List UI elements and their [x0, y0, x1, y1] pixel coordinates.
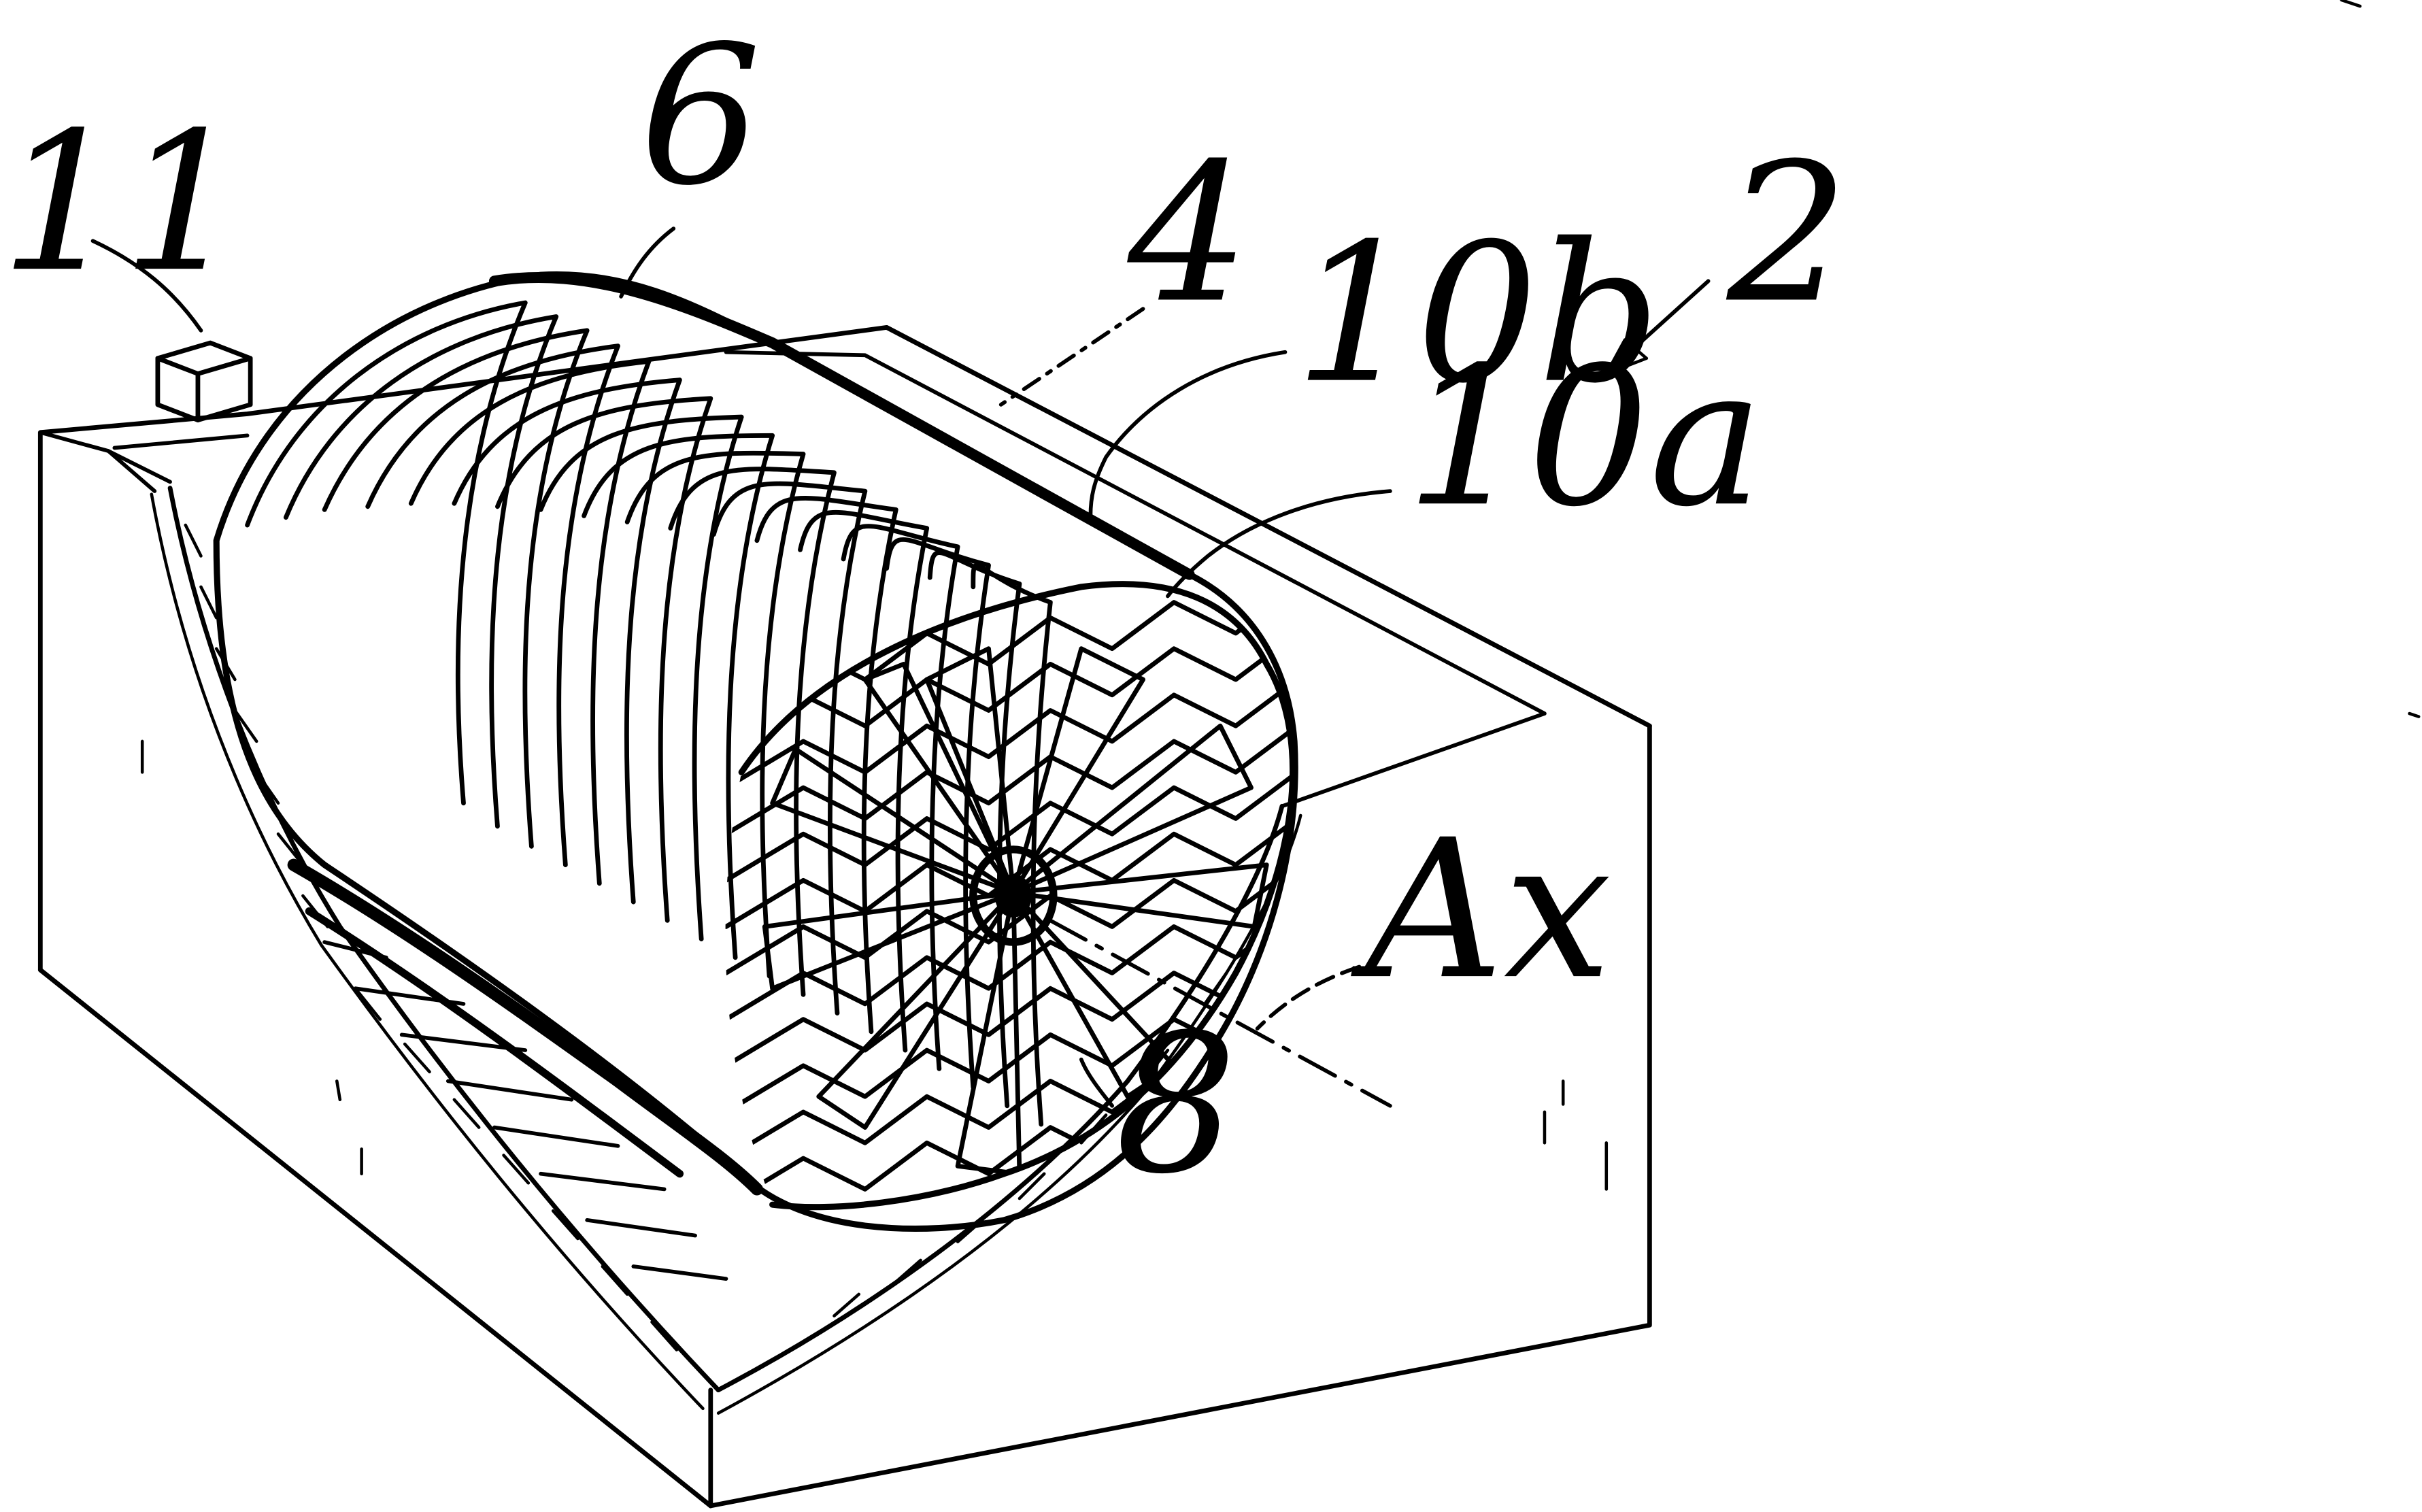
drum-ribs [245, 300, 1053, 1127]
label-6: 6 [639, 5, 761, 228]
trough-floor-hatching [322, 940, 728, 1281]
leader-8 [1079, 1057, 1115, 1108]
reference-labels: 11 6 4 10b 2 10a Ax 8 [0, 5, 1849, 1216]
label-10a: 10a [1406, 326, 1764, 549]
axis-line [1048, 918, 1392, 1108]
leader-6 [619, 226, 676, 299]
label-10b: 10b [1294, 203, 1661, 426]
label-4: 4 [1124, 123, 1249, 346]
leader-4 [998, 307, 1145, 407]
label-Ax: Ax [1351, 799, 1612, 1022]
arrow-2 [1611, 279, 1711, 370]
leader-lines [90, 226, 1711, 1108]
cutaway-cells [184, 523, 1228, 1351]
hub [969, 845, 1058, 946]
label-2: 2 [1724, 123, 1849, 346]
leader-Ax [1255, 964, 1362, 1031]
leader-11 [90, 239, 203, 333]
drum [213, 271, 1298, 1232]
label-8: 8 [1115, 994, 1237, 1216]
label-11: 11 [0, 92, 243, 314]
leader-10a [1166, 489, 1392, 599]
fitting-box [155, 340, 253, 423]
leader-10b [1088, 350, 1288, 518]
